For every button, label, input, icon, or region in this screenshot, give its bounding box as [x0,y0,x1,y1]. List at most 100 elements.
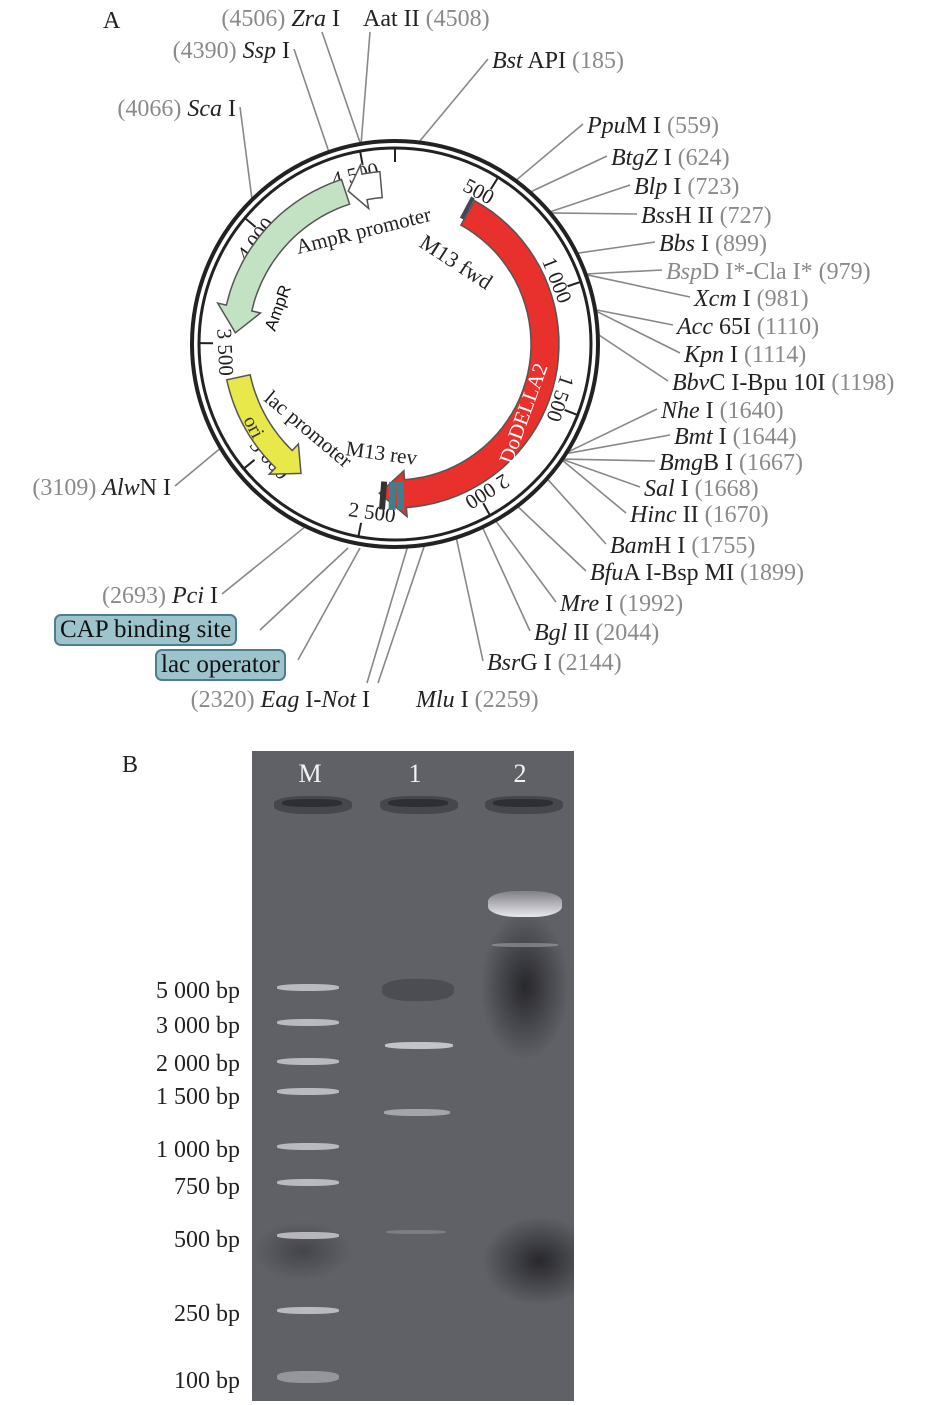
lane-1-band [386,1230,446,1234]
ladder-size-label: 1 500 bp [156,1084,240,1110]
enzyme-label: BfuA I-Bsp MI (1899) [590,560,804,586]
ladder-size-label: 1 000 bp [156,1137,240,1163]
enzyme-name-part: Bsr [487,650,521,676]
enzyme-name-part: I [204,583,218,609]
enzyme-name-part: I [667,174,681,200]
leader-line [481,526,531,632]
enzyme-name-part: Bam [610,533,654,559]
enzyme-name-part: BtgZ [611,145,658,171]
enzyme-name-part: A I-Bsp MI [623,560,734,586]
enzyme-name-part: C I-Bpu 10I [709,370,825,396]
enzyme-label: BtgZ I (624) [611,145,730,171]
enzyme-label: BssH II (727) [641,203,772,229]
enzyme-name-part: Zra [291,6,326,32]
enzyme-name-part: I [276,38,290,64]
leader-line [566,408,658,454]
enzyme-label: (4506) Zra I [221,6,340,32]
leader-line [594,308,674,326]
tick-mark [567,280,582,288]
ladder-size-label: 250 bp [174,1301,240,1327]
enzyme-name-part: B I [703,450,733,476]
enzyme-position: (899) [709,231,767,257]
enzyme-label: Mre I (1992) [559,591,683,617]
enzyme-name-part: Kpn [683,342,724,368]
leader-line [561,459,627,514]
leader-line [221,525,307,595]
enzyme-label: Bst API (185) [492,48,624,74]
lane-1-band [384,1109,450,1116]
enzyme-position: (1644) [727,424,797,450]
lane-label-1: 1 [408,759,422,788]
enzyme-label: BamH I (1755) [610,533,755,559]
enzyme-label: BsrG I (2144) [487,650,622,676]
enzyme-name-part: Nhe [660,398,700,424]
enzyme-name-part: Hinc [629,502,677,528]
enzyme-name-part: I [222,96,236,122]
enzyme-position: (2259) [469,687,539,713]
leader-line [550,212,638,215]
leader-line [321,31,362,145]
tick-mark [489,176,499,190]
enzyme-name-part: Mlu [415,687,455,713]
leader-line [561,458,641,488]
enzyme-label: Hinc II (1670) [629,502,769,528]
enzyme-position: (723) [681,174,739,200]
enzyme-name-part: I [737,286,751,312]
enzyme-name-part: Pci [171,583,204,609]
lane-2-band [492,943,558,947]
lac-operator-box: lac operator [155,649,286,681]
enzyme-position: (979) [813,259,871,285]
enzyme-position: (1640) [714,398,784,424]
leader-line [377,544,426,684]
tick-mark [359,150,364,166]
enzyme-label: (4066) Sca I [117,96,236,122]
enzyme-name-part: Bbs [659,231,695,257]
enzyme-name-part: I- [299,687,321,713]
enzyme-name-part: Not [320,687,357,713]
tick-mark [564,409,579,416]
gel-shadow [382,979,454,1001]
enzyme-position: (1198) [825,370,894,396]
leader-line [360,31,371,144]
enzyme-name-part: I [695,231,709,257]
enzyme-position: (727) [714,203,772,229]
leader-line [494,519,557,603]
enzyme-label: Kpn I (1114) [683,342,806,368]
enzyme-label: BmgB I (1667) [659,450,803,476]
enzyme-position: (1668) [689,476,759,502]
enzyme-position: (624) [672,145,730,171]
enzyme-position: (1755) [685,533,755,559]
enzyme-name-part: I [356,687,370,713]
enzyme-position: (1992) [613,591,683,617]
ladder-size-label: 750 bp [174,1174,240,1200]
lane-label-2: 2 [513,759,527,788]
leader-line [549,184,631,213]
ladder-size-label: 3 000 bp [156,1013,240,1039]
enzyme-name-part: Bbv [672,370,710,396]
enzyme-name-part: H II [674,203,713,229]
ladder-band [277,984,339,991]
leader-line [597,333,669,382]
enzyme-name-part: I [599,591,613,617]
enzyme-name-part: I [700,398,714,424]
enzyme-name-part: D I*-Cla I* [702,259,813,285]
enzyme-label: Blp I (723) [634,174,739,200]
enzyme-label: BspD I*-Cla I* (979) [666,259,871,285]
enzyme-label: (2320) Eag I-Not I [191,687,370,713]
ladder-band [277,1058,339,1065]
enzyme-label: PpuM I (559) [586,113,719,139]
enzyme-name-part: G I [520,650,551,676]
leader-line [515,123,584,182]
panel-a-label: A [103,8,121,34]
enzyme-name-part: Acc [675,314,713,340]
ladder-size-label: 100 bp [174,1368,240,1394]
enzyme-name-part: I [658,145,672,171]
enzyme-name-part: I [713,424,727,450]
enzyme-name-part: Bmt [674,424,714,450]
leader-line [297,547,361,661]
m13-fwd-mark [459,196,475,220]
enzyme-name-part: I [455,687,469,713]
leader-line [576,241,656,255]
gel-well [388,799,448,807]
